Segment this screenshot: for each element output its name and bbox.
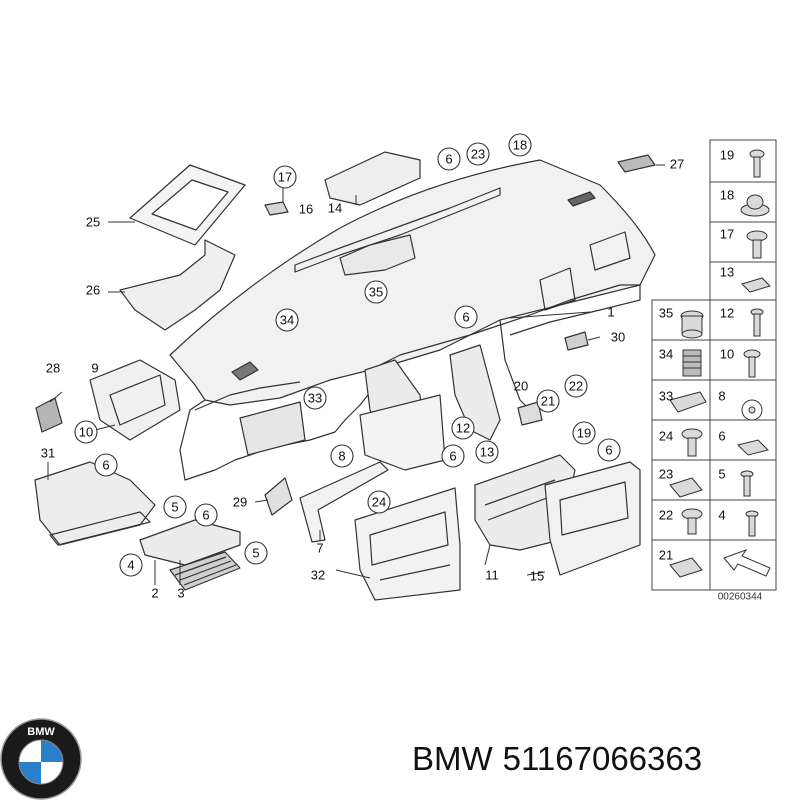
brand-name: BMW <box>412 740 493 777</box>
callout-9: 9 <box>91 361 98 376</box>
callout-8: 8 <box>338 449 345 464</box>
clip-nut-icon <box>669 557 703 578</box>
screw-icon <box>743 349 761 378</box>
legend-num-4: 4 <box>718 508 725 523</box>
bmw-logo-letters: BMW <box>27 726 55 738</box>
legend-num-10: 10 <box>720 347 734 362</box>
callout-20: 20 <box>514 379 528 394</box>
bmw-logo: BMW <box>0 718 82 800</box>
legend-num-18: 18 <box>720 188 734 203</box>
screw-icon <box>750 308 764 337</box>
callout-6: 6 <box>445 152 452 167</box>
clip-nut-icon <box>669 477 703 498</box>
rubber-buffer-icon <box>680 310 704 339</box>
rosette-clip-icon <box>741 399 763 421</box>
callout-17: 17 <box>278 170 292 185</box>
callout-26: 26 <box>86 283 100 298</box>
callout-6e: 6 <box>202 508 209 523</box>
legend-num-13: 13 <box>720 265 734 280</box>
callout-2: 2 <box>151 586 158 601</box>
callout-28: 28 <box>46 361 60 376</box>
callout-14: 14 <box>328 201 342 216</box>
screw-icon <box>740 470 754 497</box>
screw-icon <box>745 510 759 537</box>
callout-29: 29 <box>233 495 247 510</box>
callout-31: 31 <box>41 446 55 461</box>
legend-num-8: 8 <box>718 389 725 404</box>
callout-19: 19 <box>577 426 591 441</box>
callout-16: 16 <box>299 202 313 217</box>
callout-1: 1 <box>607 305 614 320</box>
callout-6f: 6 <box>605 443 612 458</box>
screw-icon <box>681 428 703 457</box>
callout-6b: 6 <box>462 310 469 325</box>
callout-5b: 5 <box>252 546 259 561</box>
clip-nut-icon <box>741 277 771 293</box>
callout-27: 27 <box>670 157 684 172</box>
legend-num-12: 12 <box>720 306 734 321</box>
direction-arrow-icon <box>723 549 771 577</box>
callout-25: 25 <box>86 215 100 230</box>
callout-33: 33 <box>308 391 322 406</box>
legend-num-22: 22 <box>659 508 673 523</box>
diagram-code: 00260344 <box>718 592 763 603</box>
screw-icon <box>746 230 768 259</box>
legend-num-17: 17 <box>720 227 734 242</box>
spring-icon <box>682 349 702 377</box>
callout-4: 4 <box>127 558 134 573</box>
screw-icon <box>749 149 765 178</box>
callout-34: 34 <box>280 313 294 328</box>
callout-6c: 6 <box>449 449 456 464</box>
callout-23: 23 <box>471 147 485 162</box>
legend-num-35: 35 <box>659 306 673 321</box>
callout-5: 5 <box>171 500 178 515</box>
part-number: 51167066363 <box>502 740 703 777</box>
legend-num-23: 23 <box>659 467 673 482</box>
legend-num-24: 24 <box>659 429 673 444</box>
callout-32: 32 <box>311 568 325 583</box>
callout-13: 13 <box>480 445 494 460</box>
legend-num-6: 6 <box>718 429 725 444</box>
legend-num-33: 33 <box>659 389 673 404</box>
callout-11: 11 <box>485 568 499 583</box>
callout-21: 21 <box>541 394 555 409</box>
callout-24: 24 <box>372 495 386 510</box>
callout-22: 22 <box>569 379 583 394</box>
callout-35: 35 <box>369 285 383 300</box>
cap-nut-icon <box>740 194 770 217</box>
callout-3: 3 <box>177 586 184 601</box>
callout-30: 30 <box>611 330 625 345</box>
callout-7: 7 <box>316 541 323 556</box>
legend-num-5: 5 <box>718 467 725 482</box>
legend-num-21: 21 <box>659 548 673 563</box>
clip-nut-icon <box>737 439 769 456</box>
legend-num-34: 34 <box>659 347 673 362</box>
expanding-rivet-icon <box>681 508 703 535</box>
callout-18: 18 <box>513 138 527 153</box>
callout-10: 10 <box>79 425 93 440</box>
dashboard-panel <box>169 159 656 406</box>
bracket-icon <box>669 391 707 413</box>
callout-12: 12 <box>456 421 470 436</box>
callout-6d: 6 <box>102 458 109 473</box>
callout-15: 15 <box>530 569 544 584</box>
legend-num-19: 19 <box>720 148 734 163</box>
